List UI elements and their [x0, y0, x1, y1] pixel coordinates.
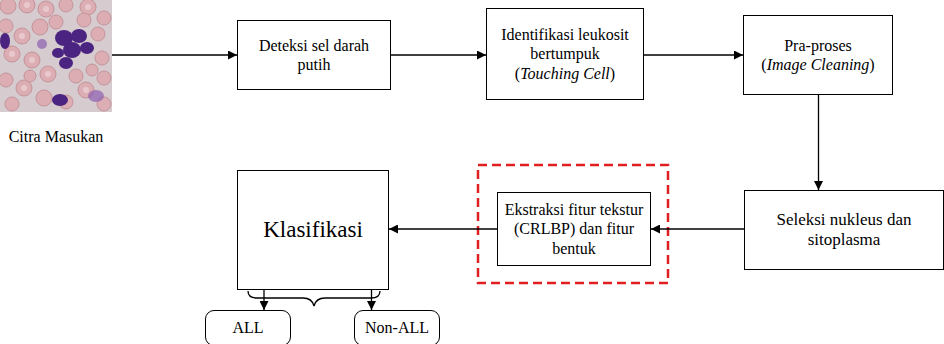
text-stack: Deteksi sel darah putih [244, 36, 384, 74]
text-stack: Seleksi nukleus dan sitoplasma [751, 210, 937, 251]
output-box: ALL [205, 310, 291, 344]
process-box: Deteksi sel darah putih [237, 20, 391, 90]
flow-arrow [644, 54, 743, 55]
box-label: Klasifikasi [263, 216, 363, 244]
box-label: Seleksi nukleus dan sitoplasma [751, 210, 937, 251]
flow-arrow [389, 228, 497, 229]
process-box: Seleksi nukleus dan sitoplasma [744, 190, 944, 270]
classifier-box: Klasifikasi [237, 170, 389, 290]
smear-ground [0, 0, 112, 112]
flow-arrow [371, 290, 372, 310]
blood-smear-image [0, 0, 112, 112]
term-group: (Image Cleaning) [761, 56, 874, 73]
cytoplasm-halo [37, 39, 104, 102]
bracket: ) [869, 56, 874, 73]
bracket: ( [761, 56, 766, 73]
bracket: ( [515, 65, 520, 82]
box-label: Deteksi sel darah putih [244, 36, 384, 74]
input-image: Citra Masukan [0, 0, 112, 150]
text-part: Identifikasi leukosit bertumpuk [501, 26, 629, 62]
white-cells [0, 29, 94, 106]
text-stack: ALL [232, 318, 263, 337]
text-stack: Ekstraksi fitur tekstur (CRLBP) dan fitu… [504, 200, 644, 258]
text-stack: Identifikasi leukosit bertumpuk (Touchin… [493, 25, 637, 83]
term-group: (Touching Cell) [515, 65, 615, 82]
red-cells [0, 0, 111, 111]
curly-brace [248, 291, 380, 306]
image-caption: Citra Masukan [9, 127, 104, 146]
process-box: Pra-proses (Image Cleaning) [743, 15, 893, 95]
process-box: Ekstraksi fitur tekstur (CRLBP) dan fitu… [497, 192, 651, 266]
output-box: Non-ALL [354, 310, 440, 344]
text-stack: Pra-proses (Image Cleaning) [750, 36, 886, 74]
text-stack: Klasifikasi [263, 216, 363, 244]
flow-arrow [112, 54, 237, 55]
italic-term: Image Cleaning [767, 56, 870, 73]
box-label: Ekstraksi fitur tekstur (CRLBP) dan fitu… [504, 200, 644, 258]
text-stack: Non-ALL [365, 318, 429, 337]
flow-arrow [818, 95, 819, 190]
text-stack: Citra Masukan [9, 127, 104, 146]
box-label: ALL [232, 318, 263, 337]
box-label: Pra-proses (Image Cleaning) [750, 36, 886, 74]
flow-arrow [263, 290, 264, 310]
text-part: Pra-proses [784, 37, 852, 54]
bracket: ) [610, 65, 615, 82]
flow-arrow [391, 54, 486, 55]
red-cell-centres [9, 2, 91, 93]
italic-term: Touching Cell [520, 65, 610, 82]
highlight-dashed-box [478, 165, 668, 283]
box-label: Identifikasi leukosit bertumpuk (Touchin… [493, 25, 637, 83]
process-box: Identifikasi leukosit bertumpuk (Touchin… [486, 8, 644, 100]
box-label: Non-ALL [365, 318, 429, 337]
flow-arrow [651, 228, 744, 229]
